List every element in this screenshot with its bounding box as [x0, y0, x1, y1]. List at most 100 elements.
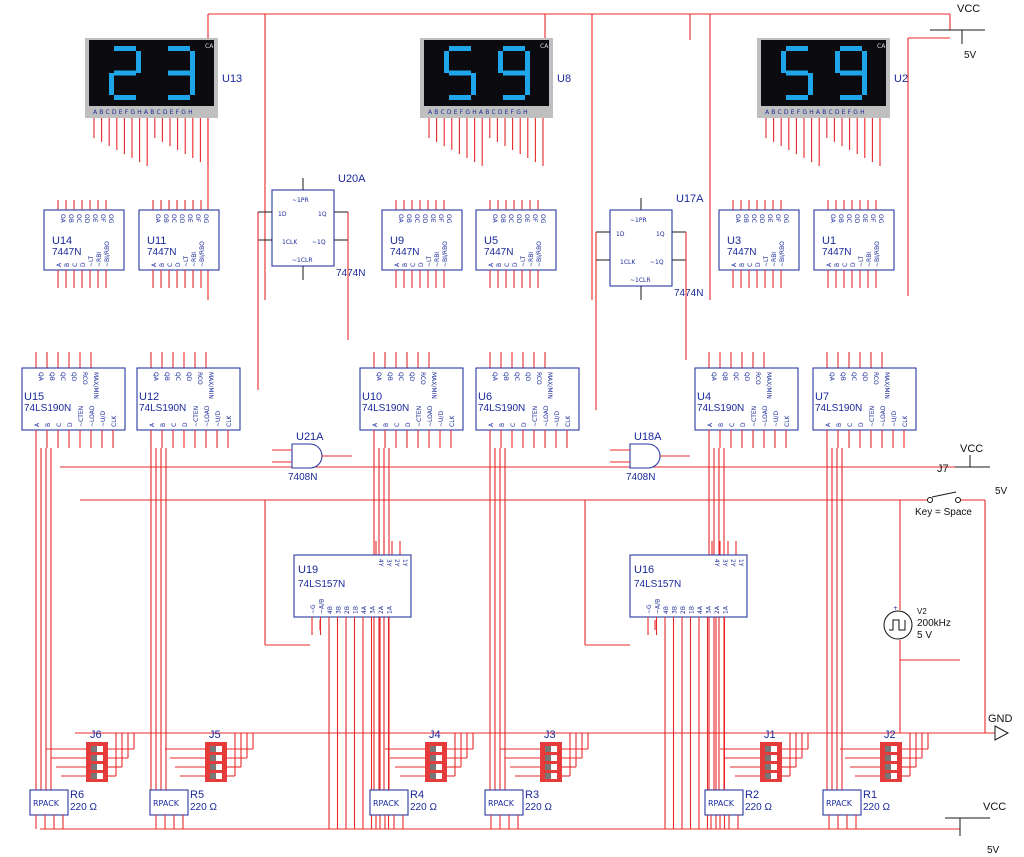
counter-pin-bottom: D	[521, 422, 528, 427]
decoder-pin-bottom: C	[842, 263, 849, 267]
counter-part: 74LS190N	[478, 403, 525, 414]
segment-f	[498, 51, 503, 73]
rpack-value: 220 Ω	[410, 802, 437, 813]
counter-pin-bottom: A	[149, 422, 156, 427]
decoder-pin-bottom: C	[167, 263, 174, 267]
counter-pin-top: QA	[710, 372, 717, 382]
counter-pin-bottom: D	[182, 422, 189, 427]
counter-pin-bottom: ~LOAD	[427, 405, 434, 427]
switch-j7-key: Key = Space	[915, 507, 972, 518]
segment-a	[840, 46, 862, 51]
counter-pin-top: QD	[70, 372, 77, 382]
display-face	[424, 40, 549, 106]
counter-pin-top: QB	[502, 372, 509, 381]
decoder-ref: U3	[727, 235, 741, 247]
rpack-value: 220 Ω	[863, 802, 890, 813]
dipswitch-lever	[765, 755, 771, 761]
decoder-part: 7447N	[822, 247, 851, 258]
counter-pin-top: MAX/MIN	[883, 372, 890, 399]
decoder-pin-top: OE	[523, 214, 530, 223]
display-tag: CA	[877, 43, 886, 50]
segment-c	[808, 73, 813, 95]
display-ref: U13	[222, 73, 242, 85]
rpack-body	[484, 789, 524, 816]
segment-b	[525, 51, 530, 73]
decoder-pin-top: OD	[83, 214, 90, 224]
decoder-pin-top: OA	[154, 214, 161, 224]
flipflop-pin-label: 1CLK	[282, 239, 298, 246]
dipswitch-j1: J1	[720, 729, 809, 782]
counter-pin-bottom: CLK	[111, 414, 118, 427]
decoder-pin-top: OG	[877, 214, 884, 224]
mux-pin-bottom: 3A	[370, 605, 377, 614]
dipswitch-ref: J2	[884, 729, 896, 741]
counter-pin-bottom: A	[372, 422, 379, 427]
dipswitch-ref: J1	[764, 729, 776, 741]
switch-j7-ref: J7	[937, 463, 949, 475]
segment-d	[449, 95, 471, 100]
decoder-pin-top: OG	[539, 214, 546, 224]
counter-pin-top: QA	[152, 372, 159, 382]
dipswitch-lever	[210, 746, 216, 752]
rpack-body	[704, 789, 744, 816]
rpack-label: RPACK	[373, 799, 400, 808]
counter-pin-top: QB	[721, 372, 728, 381]
dipswitch-lever	[885, 773, 891, 779]
decoder-pin-top: OB	[742, 214, 749, 223]
decoder-pin-bottom: A	[151, 262, 158, 267]
decoder-pin-top: OB	[837, 214, 844, 223]
segment-g	[840, 70, 862, 76]
decoder-ref: U11	[147, 235, 166, 247]
counter-pin-bottom: ~LOAD	[89, 405, 96, 427]
counter-pin-bottom: ~CTEN	[751, 406, 758, 427]
counter-pin-top: QD	[861, 372, 868, 382]
dipswitch-lever	[545, 755, 551, 761]
decoder-pin-bottom: ~BI/RBO	[874, 241, 881, 267]
decoder-pin-top: OA	[491, 214, 498, 224]
counter-pin-top: QA	[491, 372, 498, 382]
mux-pin-bottom: 1A	[723, 605, 730, 614]
decoder-pin-top: OG	[782, 214, 789, 224]
switch-j7[interactable]: J7 Key = Space	[915, 463, 972, 518]
mux-pin-bottom: 4A	[361, 605, 368, 614]
decoder-pin-bottom: D	[512, 262, 519, 267]
counter-pin-bottom: A	[707, 422, 714, 427]
counter-pin-top: QC	[850, 372, 857, 381]
decoder-pin-top: OA	[59, 214, 66, 224]
display-ref: U2	[894, 73, 908, 85]
dipswitch-j6: J6	[46, 729, 135, 782]
counter-part: 74LS190N	[362, 403, 409, 414]
flipflop-pin-label: 1Q	[318, 211, 327, 218]
decoder-pin-top: OA	[734, 214, 741, 224]
segment-d	[840, 95, 862, 100]
mux-pin-top: 1Y	[737, 559, 744, 567]
segment-a	[168, 46, 190, 51]
rpack-value: 220 Ω	[745, 802, 772, 813]
decoder-pin-bottom: ~LT	[88, 255, 95, 267]
counter-pin-top: QC	[397, 372, 404, 381]
mux-body	[293, 554, 412, 618]
and-gate-body	[629, 443, 661, 469]
mux-pin-bottom: 2B	[344, 606, 351, 614]
svg-text:+: +	[893, 605, 898, 612]
counter-pin-bottom: CLK	[784, 414, 791, 427]
mux-pin-top: 3Y	[385, 559, 392, 567]
decoder-pin-top: OF	[774, 214, 781, 223]
decoder-ref: U1	[822, 235, 836, 247]
decoder-pin-bottom: ~LT	[520, 255, 527, 267]
decoder-pin-bottom: ~BI/RBO	[442, 241, 449, 267]
mux-pin-bottom: 4A	[697, 605, 704, 614]
mux-pin-bottom: ~A/B	[655, 599, 662, 614]
decoder-part: 7447N	[727, 247, 756, 258]
rpack-label: RPACK	[153, 799, 180, 808]
counter-pin-top: QB	[386, 372, 393, 381]
counter-body	[21, 367, 126, 431]
and-gate-ref: U21A	[296, 431, 324, 443]
